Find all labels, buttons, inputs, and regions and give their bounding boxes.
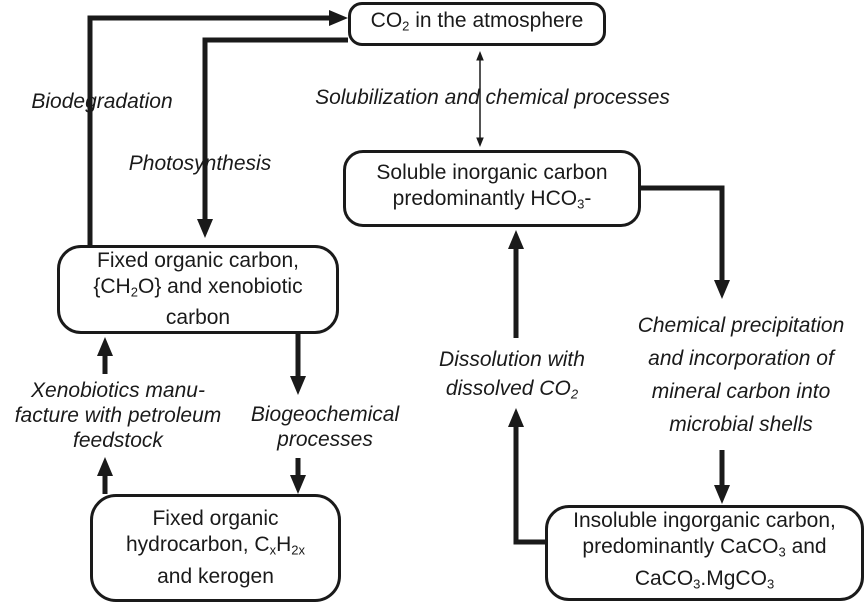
box-soluble-line2: predominantly HCO3- bbox=[392, 186, 592, 212]
box-co2-atmosphere: CO2 in the atmosphere bbox=[348, 2, 606, 46]
box-hydro-line3: and kerogen bbox=[157, 564, 274, 588]
label-biogeochemical-processes: Biogeochemical processes bbox=[250, 403, 400, 451]
label-chemical-precipitation: Chemical precipitation and incorporation… bbox=[637, 314, 845, 436]
box-soluble-inorganic-carbon: Soluble inorganic carbon predominantly H… bbox=[343, 150, 641, 227]
box-soluble-line1: Soluble inorganic carbon bbox=[376, 160, 608, 184]
box-insoluble-inorganic-carbon: Insoluble ingorganic carbon, predominant… bbox=[545, 505, 864, 601]
label-xenobiotics-manufacture: Xenobiotics manu- facture with petroleum… bbox=[14, 379, 222, 452]
box-insoluble-line2: predominantly CaCO3 and bbox=[582, 535, 827, 560]
label-photosynthesis: Photosynthesis bbox=[128, 152, 272, 175]
box-co2-label: CO2 in the atmosphere bbox=[370, 9, 584, 34]
label-biodegradation: Biodegradation bbox=[31, 90, 173, 113]
box-fixed-line2: {CH2O} and xenobiotic bbox=[93, 274, 303, 300]
arrow-photosynthesis bbox=[197, 37, 348, 238]
box-hydro-line1: Fixed organic bbox=[152, 507, 279, 531]
label-dissolution: Dissolution with dissolved CO2 bbox=[439, 348, 585, 402]
box-fixed-organic-carbon: Fixed organic carbon, {CH2O} and xenobio… bbox=[57, 245, 339, 334]
arrow-precipitation-upper bbox=[640, 185, 730, 299]
box-insoluble-line3: CaCO3.MgCO3 bbox=[634, 567, 775, 592]
box-fixed-line1: Fixed organic carbon, bbox=[97, 248, 299, 272]
arrow-biodegradation bbox=[87, 10, 348, 245]
box-fixed-line3: carbon bbox=[165, 306, 231, 330]
label-solubilization: Solubilization and chemical processes bbox=[315, 86, 670, 109]
box-fixed-organic-hydrocarbon: Fixed organic hydrocarbon, CxH2x and ker… bbox=[90, 494, 341, 602]
box-insoluble-line1: Insoluble ingorganic carbon, bbox=[573, 509, 836, 533]
box-hydro-line2: hydrocarbon, CxH2x bbox=[125, 533, 305, 558]
arrow-dissolution-lower bbox=[508, 408, 545, 545]
